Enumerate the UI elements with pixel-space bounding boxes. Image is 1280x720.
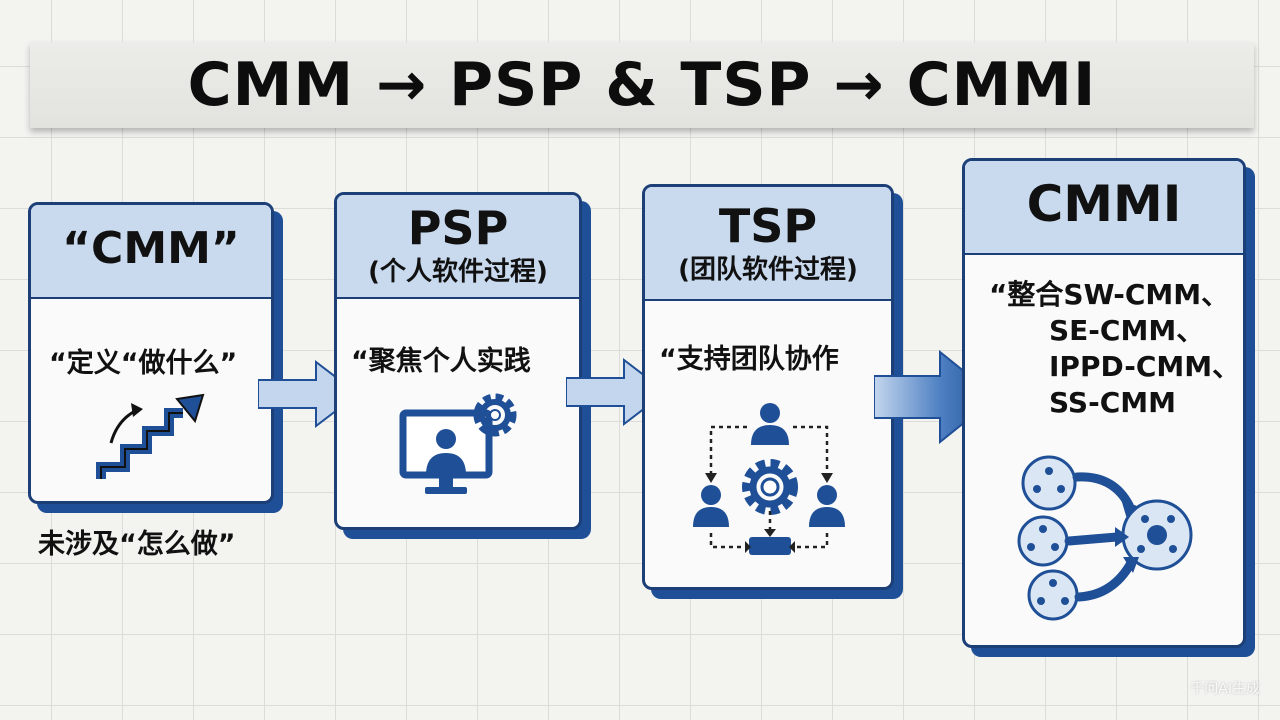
card-cmmi-line-2: SE-CMM、 [1049,314,1205,347]
card-cmmi-header: CMMI [965,161,1243,255]
card-psp-text: “聚焦个人实践 [351,346,531,377]
page-title: CMM → PSP & TSP → CMMI [187,50,1097,120]
card-cmm: “CMM” “定义“做什么” [28,202,274,504]
card-tsp-title: TSP [718,199,818,253]
card-cmm-title: “CMM” [62,223,240,274]
card-cmm-text: “定义“做什么” [49,348,238,379]
card-cmm-note: 未涉及“怎么做” [38,529,236,560]
card-psp: PSP (个人软件过程) “聚焦个人实践 [334,192,582,530]
card-tsp-subtitle: (团队软件过程) [678,254,858,285]
monitor-gear-icon [399,393,517,494]
card-psp-title: PSP [407,201,509,255]
growth-stairs-icon [96,393,205,479]
title-banner: CMM → PSP & TSP → CMMI [30,42,1254,128]
card-psp-subtitle: (个人软件过程) [368,256,548,287]
card-tsp: TSP (团队软件过程) “支持团队协作 [642,184,894,590]
integration-network-icon [1017,455,1193,621]
card-cmmi-line-3: IPPD-CMM、 [1049,350,1241,383]
card-cmmi-line-1: “整合SW-CMM、 [989,278,1230,311]
card-tsp-header: TSP (团队软件过程) [645,187,891,301]
card-cmmi: CMMI “整合SW-CMM、 SE-CMM、 IPPD-CMM、 SS-CMM [962,158,1246,648]
card-cmm-header: “CMM” [31,205,271,299]
card-cmmi-text: “整合SW-CMM、 SE-CMM、 IPPD-CMM、 SS-CMM [989,277,1240,421]
card-cmmi-line-4: SS-CMM [1049,386,1176,419]
card-cmmi-title: CMMI [1026,175,1182,233]
card-tsp-text: “支持团队协作 [659,344,839,375]
watermark: 千问AI生成 [1190,681,1260,697]
team-collaboration-icon [693,403,845,555]
card-psp-header: PSP (个人软件过程) [337,195,579,299]
